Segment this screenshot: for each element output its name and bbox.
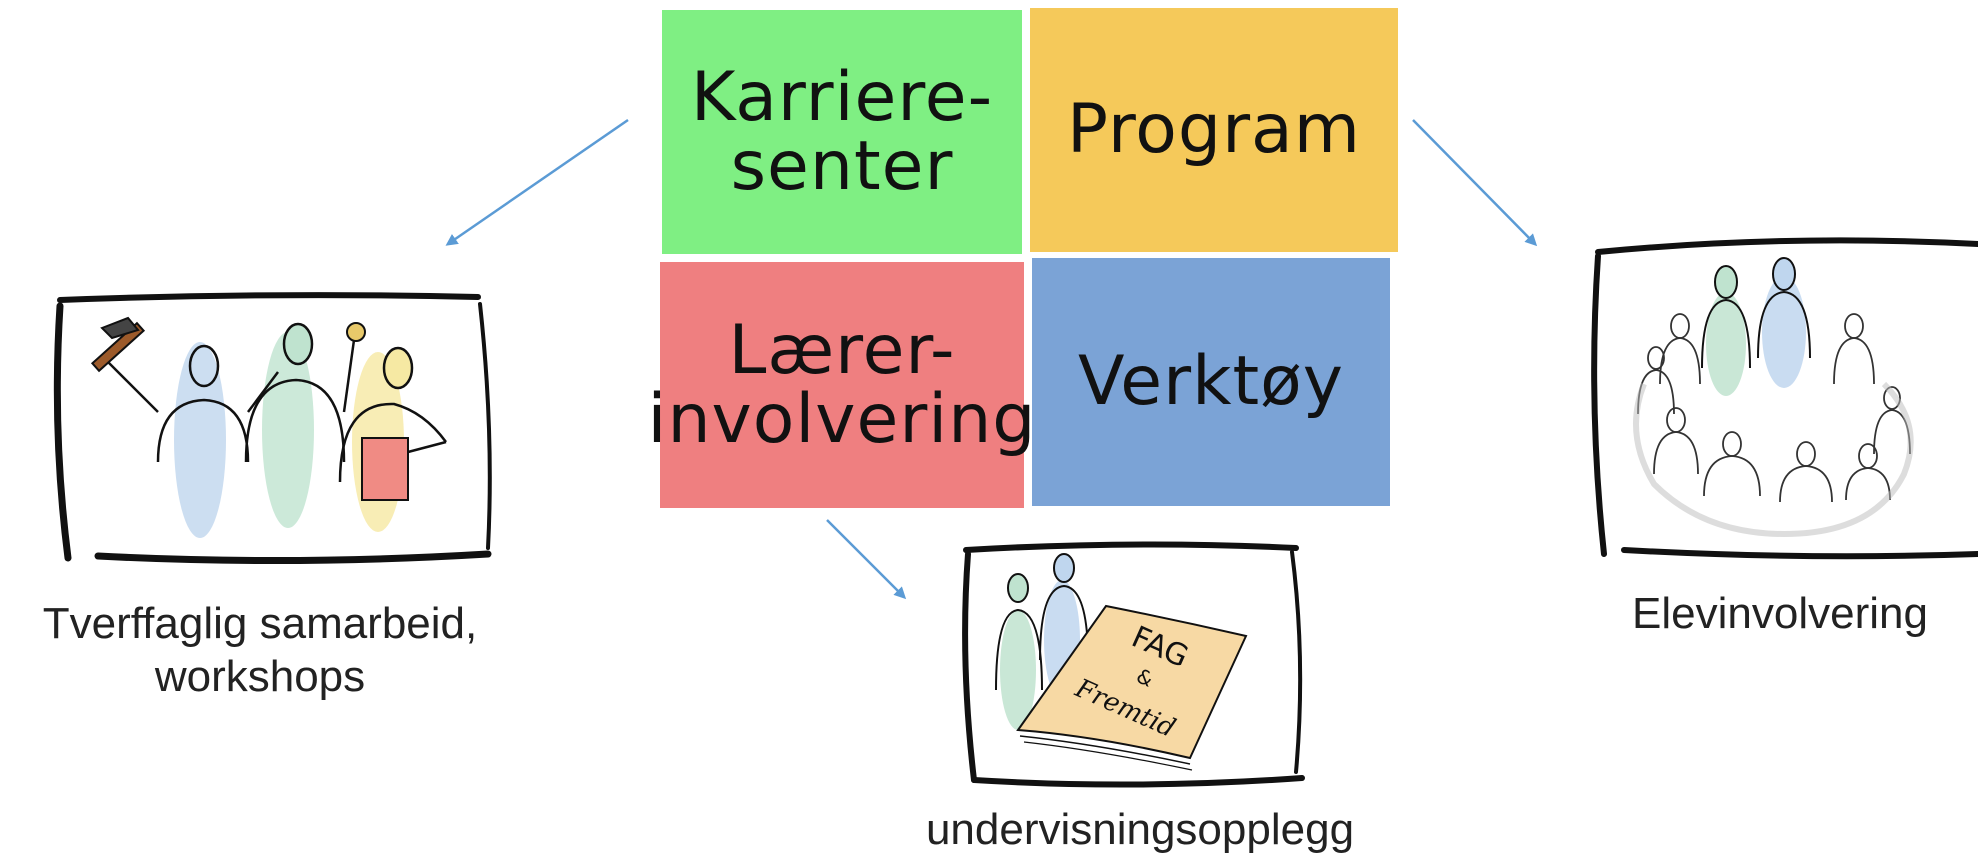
caption-left: Tverffaglig samarbeid, workshops (0, 598, 520, 704)
caption-right: Elevinvolvering (1632, 589, 1928, 638)
caption-left-line2: workshops (154, 651, 366, 701)
arrow-to-bottom (826, 519, 907, 600)
student-group-icon (1591, 237, 1978, 560)
tile-karriere: Karriere- senter (662, 10, 1022, 254)
caption-left-line1: Tverffaglig samarbeid, (42, 599, 478, 648)
arrow-to-right (1412, 119, 1538, 247)
tile-karriere-line2: senter (730, 127, 954, 206)
tile-larer-line2: involvering (647, 380, 1037, 459)
tile-karriere-line1: Karriere- (690, 57, 994, 137)
tile-larer: Lærer- involvering (648, 262, 1035, 508)
tile-verktoy: Verktøy (1032, 258, 1390, 506)
teachers-with-document-icon: FAG & Fremtid (962, 541, 1305, 788)
tile-program: Program (1030, 8, 1398, 252)
tile-larer-line1: Lærer- (728, 310, 956, 390)
arrow-to-left (445, 118, 629, 246)
tile-program-line1: Program (1067, 90, 1361, 170)
caption-bottom: undervisningsopplegg (925, 805, 1355, 854)
team-with-tools-icon (53, 292, 492, 565)
tile-verktoy-line1: Verktøy (1078, 342, 1344, 422)
